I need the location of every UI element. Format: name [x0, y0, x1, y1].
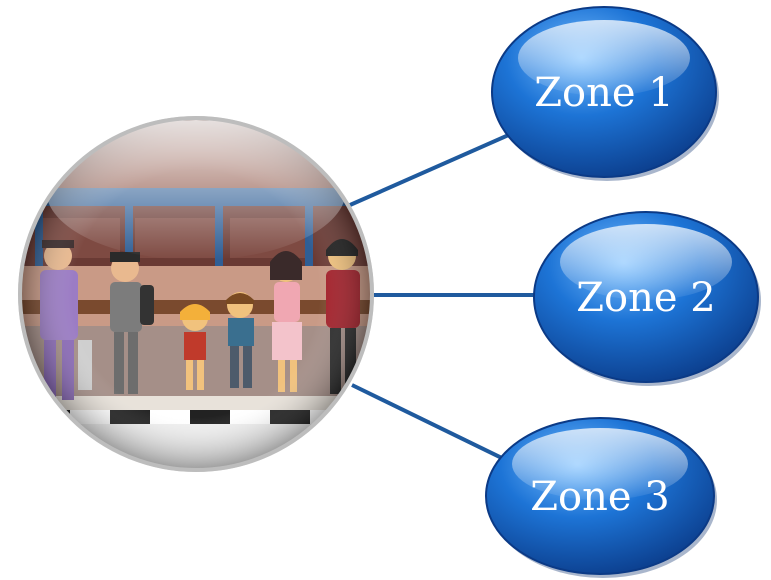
zone-bubble-2[interactable]: Zone 2: [533, 211, 761, 386]
zone-2-label: Zone 2: [576, 275, 715, 321]
zone-bubble-1[interactable]: Zone 1: [491, 6, 719, 181]
connectors: [349, 128, 545, 464]
connector-zone-1: [349, 128, 521, 207]
zone-3-label: Zone 3: [530, 474, 669, 520]
zone-1-label: Zone 1: [534, 70, 673, 116]
zone-bubble-3[interactable]: Zone 3: [485, 417, 717, 578]
bus-stop-illustration: [18, 116, 374, 472]
connector-zone-3: [351, 383, 511, 464]
